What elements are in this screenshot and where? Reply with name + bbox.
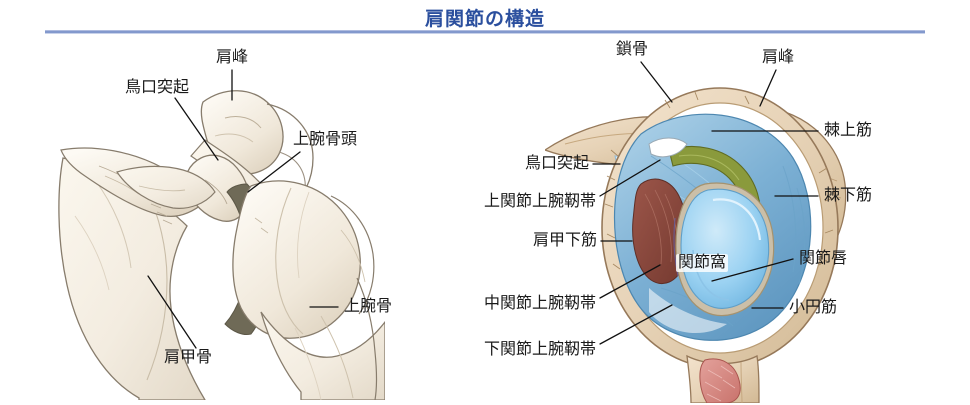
label-scapula: 肩甲骨 (163, 349, 213, 366)
title-divider (45, 30, 925, 34)
glenoid-fossa-highlight (712, 198, 762, 241)
humeral-head (232, 180, 361, 339)
label-acromion-2: 肩峰 (761, 49, 795, 66)
figure-anterior-shoulder-bones (58, 90, 385, 400)
figure-glenoid-cavity-lateral (545, 87, 847, 403)
label-superior-ghl: 上関節上腕靭帯 (483, 193, 596, 210)
subscapularis-muscle-belly (632, 178, 689, 284)
label-coracoid: 鳥口突起 (124, 79, 190, 96)
humerus-shaft-line-2 (294, 327, 322, 400)
label-labrum: 関節唇 (799, 250, 848, 267)
humeral-head-line (275, 187, 304, 335)
label-acromion: 肩峰 (215, 49, 249, 66)
humerus-shaft-right-line-2 (740, 361, 743, 403)
coracoid-line (204, 179, 228, 205)
scapula-line-1 (94, 179, 132, 269)
coracoid-base-line (138, 185, 186, 192)
label-supraspinatus: 棘上筋 (824, 122, 873, 139)
humerus-shaft-line (320, 315, 354, 399)
acromion-ridge (224, 115, 262, 129)
scapula-line-2 (74, 215, 110, 291)
glenoid-illustration (545, 87, 847, 403)
humeral-head-line-2 (297, 191, 310, 279)
supraglenoid-tubercle-notch (648, 137, 688, 158)
label-teres-minor: 小円筋 (789, 299, 838, 316)
label-humeral-head: 上腕骨頭 (292, 131, 358, 148)
label-glenoid-fossa: 関節窩 (675, 254, 729, 272)
humerus-shaft (260, 311, 385, 400)
joint-capsule-group (614, 113, 812, 341)
label-inferior-ghl: 下関節上腕靭帯 (483, 341, 596, 358)
label-middle-ghl: 中関節上腕靭帯 (483, 295, 596, 312)
bone-ring-texture (604, 91, 834, 270)
label-humerus: 上腕骨 (344, 298, 393, 315)
humerus-shaft-outer (356, 277, 378, 400)
latissimus-insertion (699, 358, 741, 403)
glenoid-fossa (680, 188, 770, 309)
page-title: 肩関節の構造 (424, 9, 545, 30)
label-clavicle: 鎖骨 (615, 41, 649, 58)
biceps-tendon-highlight (678, 154, 740, 181)
pink-muscle-striations (704, 365, 736, 402)
bone-hatch-a (150, 203, 173, 225)
label-coracoid-2: 鳥口突起 (524, 155, 589, 172)
bone-hatch-b (254, 217, 269, 234)
label-infraspinatus: 棘下筋 (824, 187, 873, 204)
label-subscapularis: 肩甲下筋 (532, 232, 597, 249)
coracoid-base (116, 165, 216, 209)
humerus-tubercle-line (340, 229, 366, 283)
greater-tubercle (330, 195, 375, 315)
